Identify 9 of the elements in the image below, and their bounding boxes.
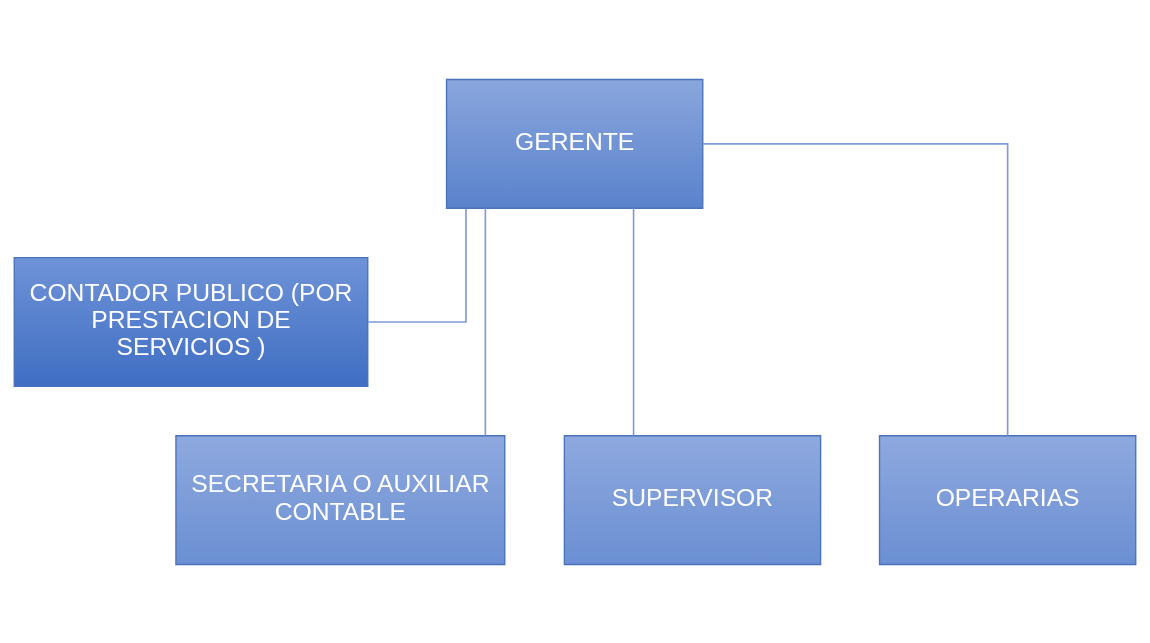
node-box: OPERARIAS: [878, 434, 1137, 565]
connector: [632, 207, 635, 436]
node-box: SECRETARIA O AUXILIAR CONTABLE: [175, 434, 506, 565]
connector: [484, 207, 487, 436]
node-box: GERENTE: [445, 78, 704, 209]
connector: [702, 142, 1009, 436]
node-box: CONTADOR PUBLICO (POR PRESTACION DE SERVICIOS ): [13, 256, 369, 387]
connector: [367, 207, 467, 323]
node-box: SUPERVISOR: [563, 434, 822, 565]
